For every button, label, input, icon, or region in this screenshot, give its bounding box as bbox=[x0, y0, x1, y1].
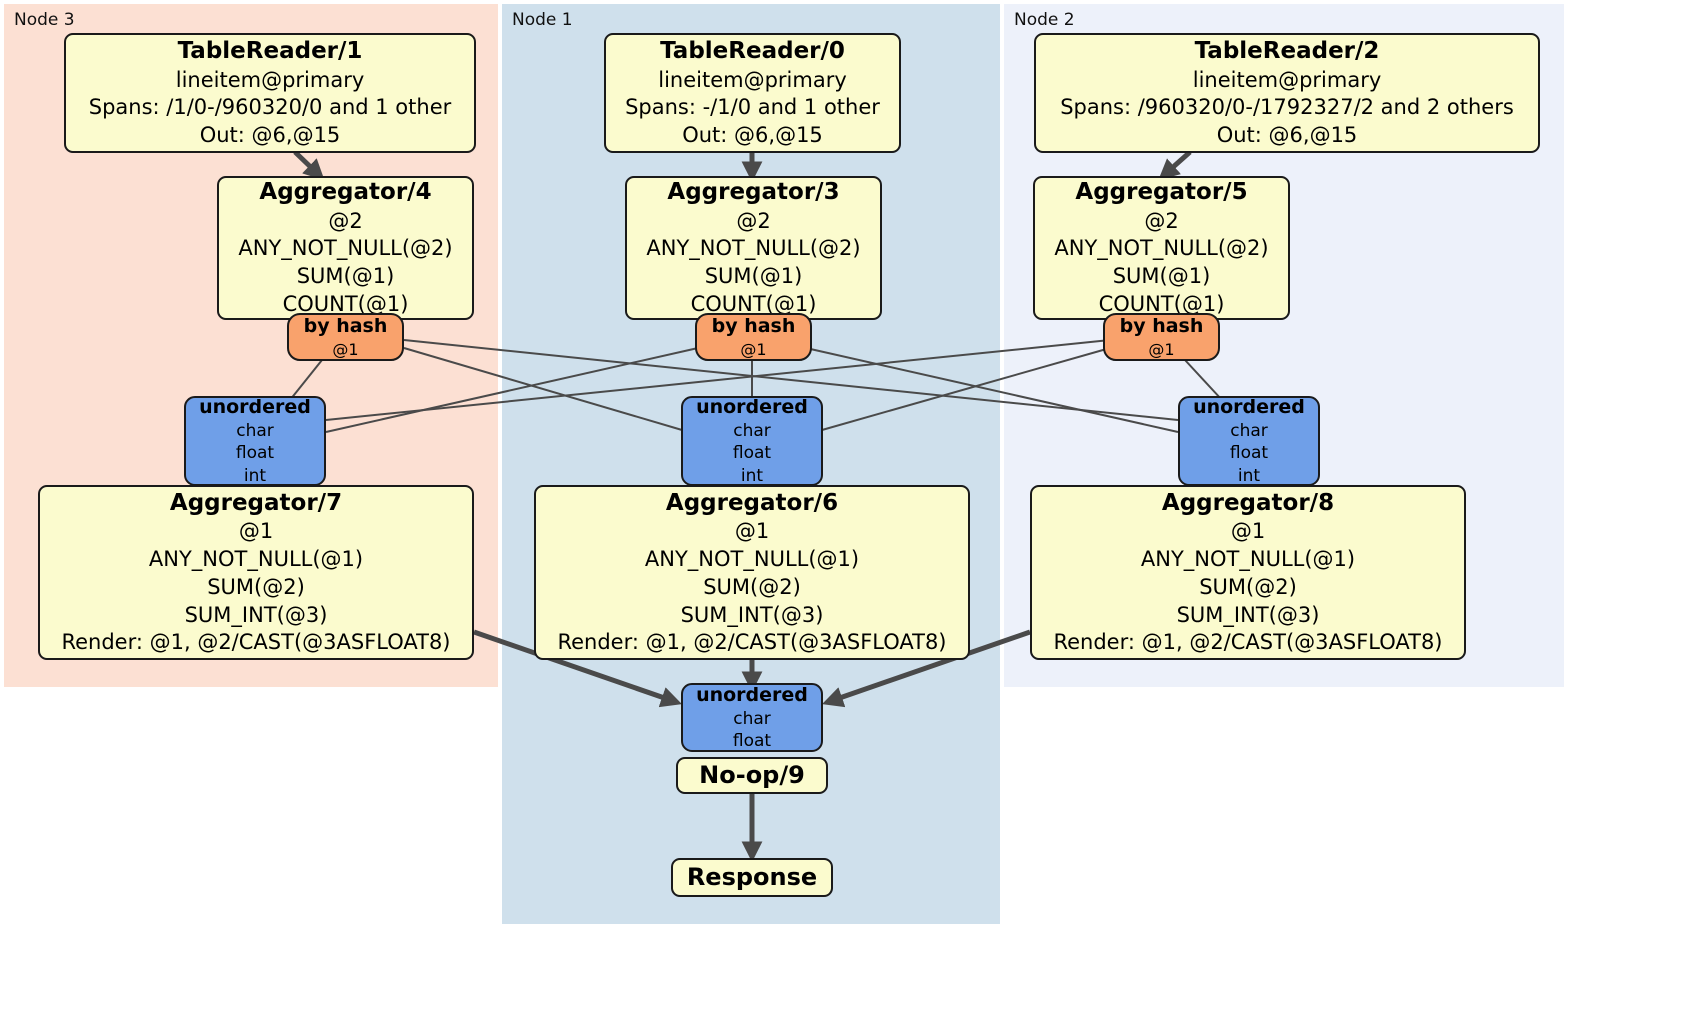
processor-line: Spans: /1/0-/960320/0 and 1 other bbox=[88, 95, 452, 120]
router-by-hash-node2[interactable]: by hash @1 bbox=[1103, 313, 1220, 361]
processor-title: Aggregator/6 bbox=[665, 490, 839, 517]
synchronizer-unordered-node1[interactable]: unordered char float int bbox=[681, 396, 823, 486]
processor-tablereader-0[interactable]: TableReader/0 lineitem@primary Spans: -/… bbox=[604, 33, 901, 153]
processor-line: COUNT(@1) bbox=[1098, 291, 1225, 316]
router-by-hash-node3[interactable]: by hash @1 bbox=[287, 313, 404, 361]
synchronizer-line: int bbox=[243, 465, 267, 486]
processor-line: SUM_INT(@3) bbox=[680, 602, 824, 627]
processor-title: Aggregator/7 bbox=[169, 490, 343, 517]
processor-line: @1 bbox=[734, 519, 770, 544]
processor-title: TableReader/2 bbox=[1194, 38, 1380, 65]
processor-line: Spans: /960320/0-/1792327/2 and 2 others bbox=[1060, 95, 1514, 120]
processor-response[interactable]: Response bbox=[671, 858, 833, 897]
processor-title: Aggregator/8 bbox=[1161, 490, 1335, 517]
synchronizer-unordered-node3[interactable]: unordered char float int bbox=[184, 396, 326, 486]
processor-title: TableReader/1 bbox=[177, 38, 363, 65]
processor-line: SUM(@2) bbox=[703, 574, 801, 599]
processor-line: @2 bbox=[328, 208, 363, 233]
synchronizer-line: int bbox=[1237, 465, 1261, 486]
processor-noop-9[interactable]: No-op/9 bbox=[676, 757, 828, 794]
synchronizer-line: char bbox=[733, 420, 771, 441]
node-panel-label-node2: Node 2 bbox=[1014, 10, 1075, 30]
processor-aggregator-3[interactable]: Aggregator/3 @2 ANY_NOT_NULL(@2) SUM(@1)… bbox=[625, 176, 882, 320]
processor-title: No-op/9 bbox=[699, 760, 805, 789]
node-panel-label-node1: Node 1 bbox=[512, 10, 573, 30]
synchronizer-unordered-final[interactable]: unordered char float bbox=[681, 683, 823, 752]
processor-line: @2 bbox=[1144, 208, 1179, 233]
processor-aggregator-4[interactable]: Aggregator/4 @2 ANY_NOT_NULL(@2) SUM(@1)… bbox=[217, 176, 474, 320]
router-title: by hash bbox=[711, 314, 796, 337]
processor-line: @1 bbox=[238, 519, 274, 544]
synchronizer-title: unordered bbox=[696, 395, 808, 418]
node-panel-label-node3: Node 3 bbox=[14, 10, 75, 30]
processor-line: @1 bbox=[1230, 519, 1266, 544]
router-line: @1 bbox=[740, 339, 767, 359]
processor-line: SUM(@1) bbox=[704, 264, 803, 289]
processor-aggregator-7[interactable]: Aggregator/7 @1 ANY_NOT_NULL(@1) SUM(@2)… bbox=[38, 485, 474, 660]
processor-render-line: Render: @1, @2/CAST(@3ASFLOAT8) bbox=[557, 630, 947, 655]
processor-line: ANY_NOT_NULL(@2) bbox=[646, 236, 861, 261]
processor-render-line: Render: @1, @2/CAST(@3ASFLOAT8) bbox=[61, 630, 451, 655]
processor-render-line: Render: @1, @2/CAST(@3ASFLOAT8) bbox=[1053, 630, 1443, 655]
synchronizer-title: unordered bbox=[199, 395, 311, 418]
processor-aggregator-5[interactable]: Aggregator/5 @2 ANY_NOT_NULL(@2) SUM(@1)… bbox=[1033, 176, 1290, 320]
processor-title: Response bbox=[686, 862, 818, 891]
processor-line: SUM(@1) bbox=[296, 264, 395, 289]
synchronizer-line: char bbox=[1230, 420, 1268, 441]
synchronizer-line: char bbox=[733, 708, 771, 729]
synchronizer-unordered-node2[interactable]: unordered char float int bbox=[1178, 396, 1320, 486]
router-title: by hash bbox=[303, 314, 388, 337]
processor-aggregator-6[interactable]: Aggregator/6 @1 ANY_NOT_NULL(@1) SUM(@2)… bbox=[534, 485, 970, 660]
processor-line: lineitem@primary bbox=[1192, 67, 1382, 92]
processor-title: Aggregator/4 bbox=[259, 179, 432, 206]
processor-tablereader-1[interactable]: TableReader/1 lineitem@primary Spans: /1… bbox=[64, 33, 476, 153]
processor-line: COUNT(@1) bbox=[690, 291, 817, 316]
processor-line: Out: @6,@15 bbox=[1216, 123, 1358, 148]
synchronizer-line: float bbox=[732, 731, 772, 752]
processor-line: @2 bbox=[736, 208, 771, 233]
processor-line: Spans: -/1/0 and 1 other bbox=[625, 95, 880, 120]
processor-line: SUM(@2) bbox=[1199, 574, 1297, 599]
processor-line: ANY_NOT_NULL(@1) bbox=[1140, 547, 1356, 572]
processor-line: ANY_NOT_NULL(@1) bbox=[148, 547, 364, 572]
processor-line: Out: @6,@15 bbox=[682, 123, 823, 148]
router-title: by hash bbox=[1119, 314, 1204, 337]
processor-line: Out: @6,@15 bbox=[199, 123, 341, 148]
synchronizer-line: int bbox=[740, 465, 764, 486]
router-by-hash-node1[interactable]: by hash @1 bbox=[695, 313, 812, 361]
processor-line: SUM(@1) bbox=[1112, 264, 1211, 289]
processor-line: lineitem@primary bbox=[658, 67, 847, 92]
processor-line: ANY_NOT_NULL(@2) bbox=[1054, 236, 1269, 261]
processor-line: SUM(@2) bbox=[207, 574, 305, 599]
router-line: @1 bbox=[332, 339, 359, 359]
processor-title: Aggregator/3 bbox=[667, 179, 840, 206]
synchronizer-title: unordered bbox=[1193, 395, 1305, 418]
processor-line: SUM_INT(@3) bbox=[184, 602, 328, 627]
processor-line: lineitem@primary bbox=[175, 67, 365, 92]
processor-line: ANY_NOT_NULL(@1) bbox=[644, 547, 860, 572]
processor-line: COUNT(@1) bbox=[282, 291, 409, 316]
synchronizer-line: float bbox=[1229, 443, 1269, 464]
processor-aggregator-8[interactable]: Aggregator/8 @1 ANY_NOT_NULL(@1) SUM(@2)… bbox=[1030, 485, 1466, 660]
processor-line: SUM_INT(@3) bbox=[1176, 602, 1320, 627]
processor-tablereader-2[interactable]: TableReader/2 lineitem@primary Spans: /9… bbox=[1034, 33, 1540, 153]
processor-line: ANY_NOT_NULL(@2) bbox=[238, 236, 453, 261]
synchronizer-line: float bbox=[235, 443, 275, 464]
synchronizer-line: float bbox=[732, 443, 772, 464]
processor-title: Aggregator/5 bbox=[1075, 179, 1248, 206]
router-line: @1 bbox=[1148, 339, 1175, 359]
synchronizer-line: char bbox=[236, 420, 274, 441]
synchronizer-title: unordered bbox=[696, 683, 808, 706]
processor-title: TableReader/0 bbox=[660, 38, 845, 65]
